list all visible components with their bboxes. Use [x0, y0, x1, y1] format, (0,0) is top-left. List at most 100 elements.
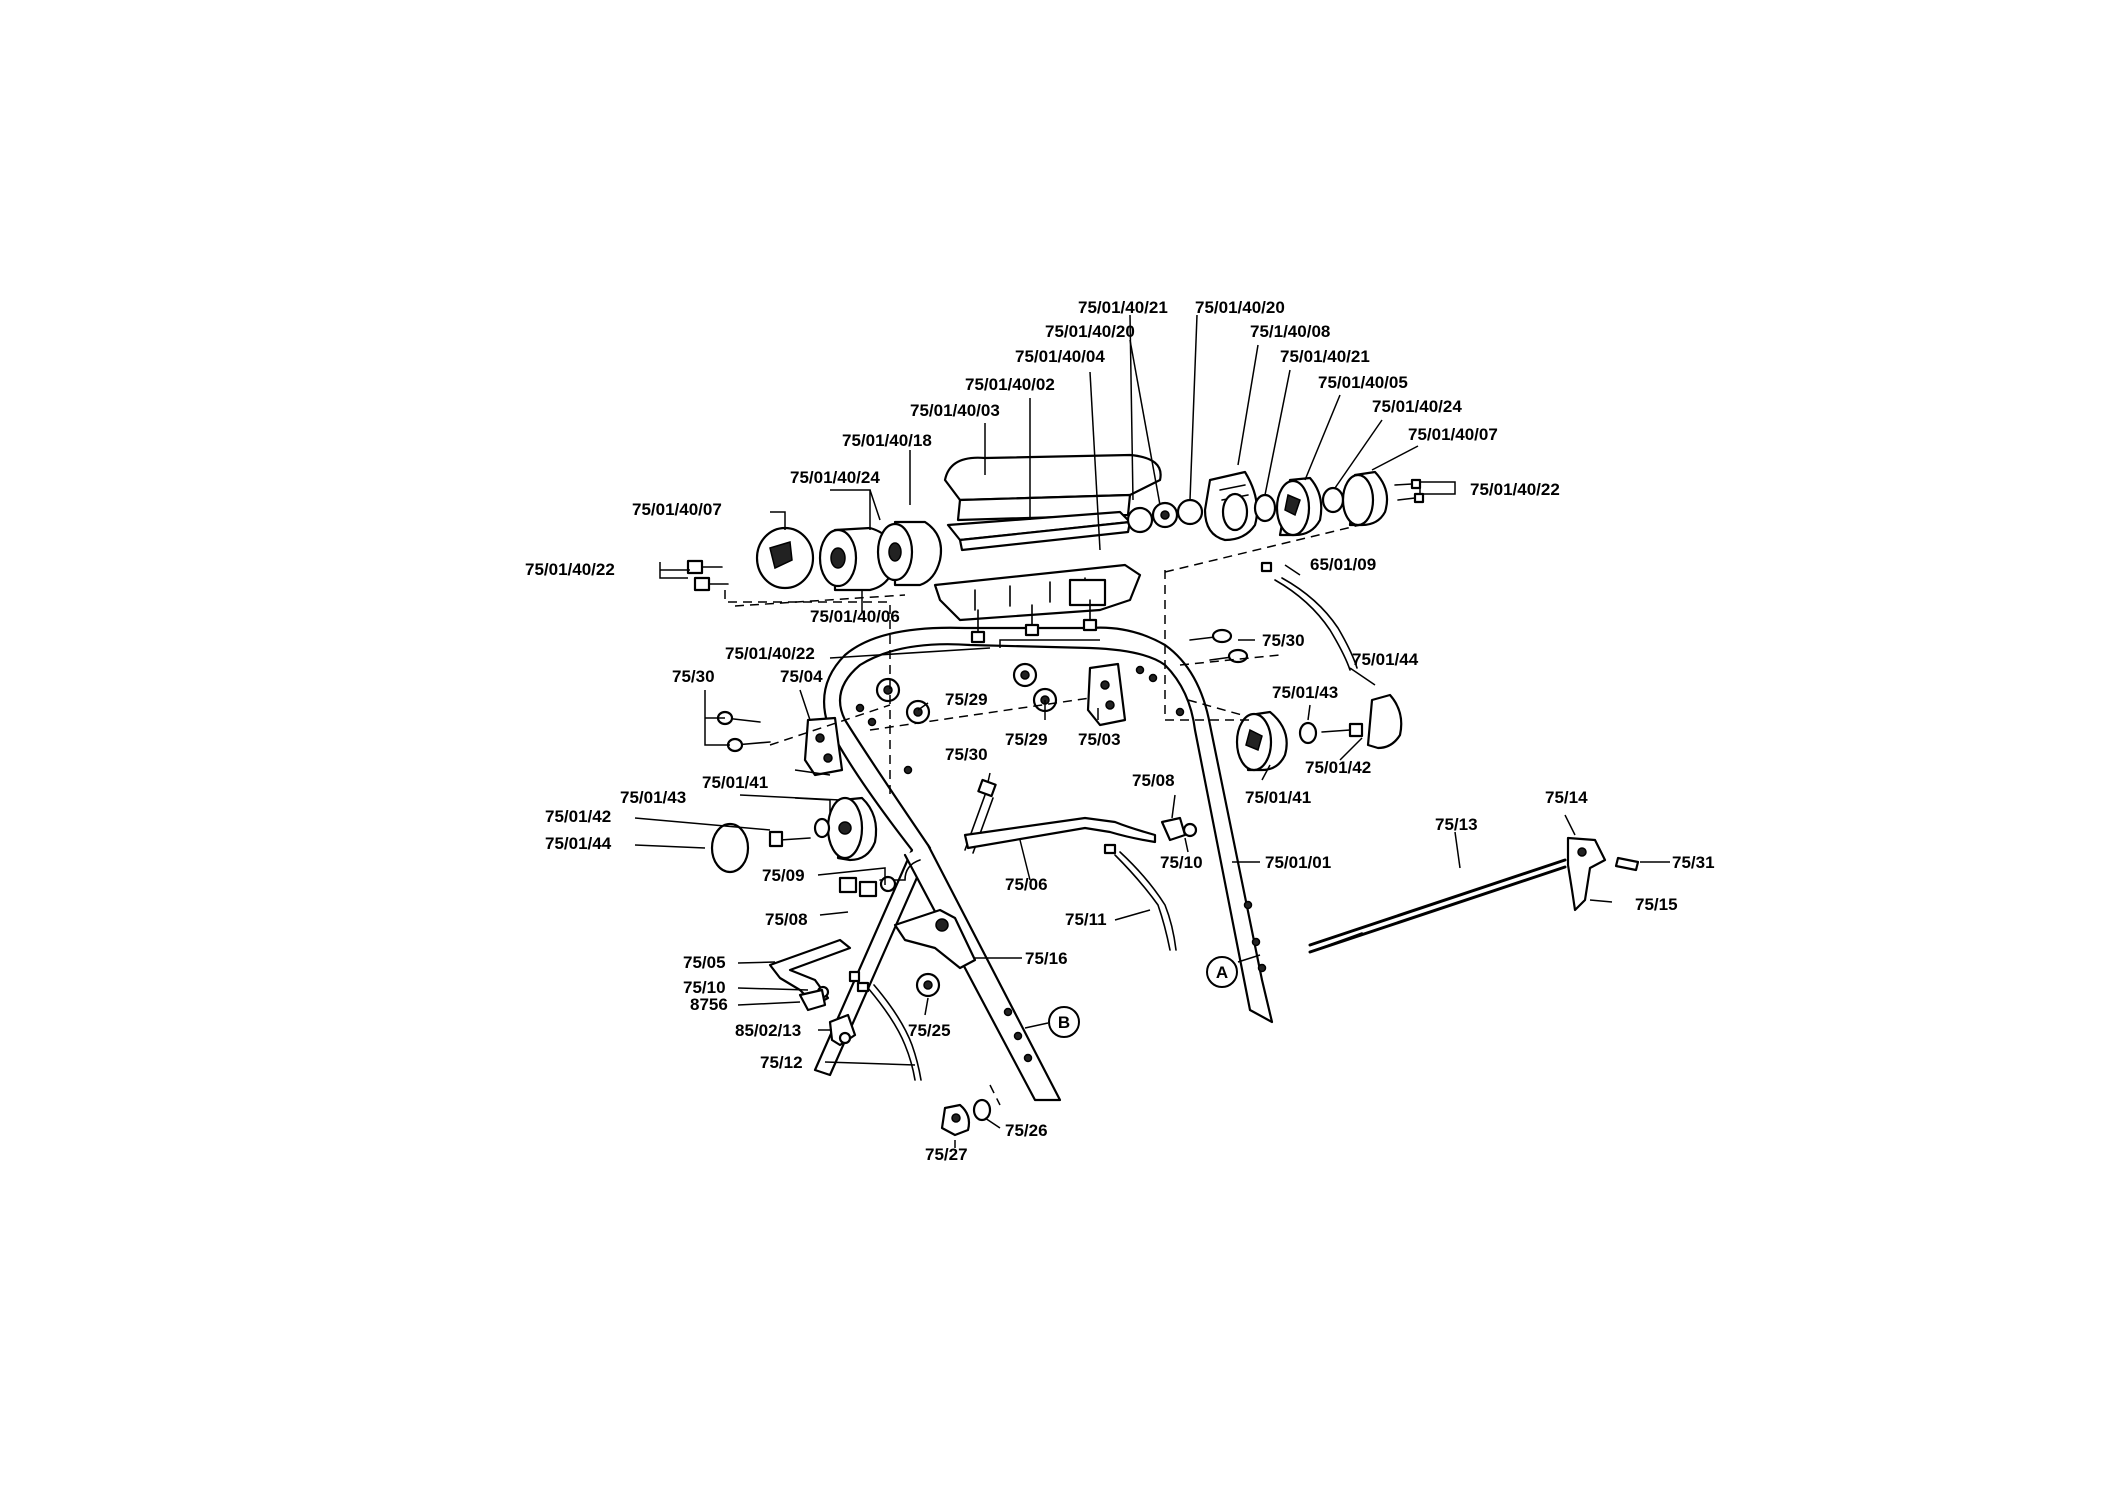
- handle-frame: [813, 626, 1274, 1102]
- part-label: 75/01/41: [702, 773, 768, 792]
- left-bracket: [803, 716, 844, 777]
- right-nuts: [1126, 498, 1204, 534]
- part-label: 75/01/40/21: [1280, 347, 1370, 366]
- lever-75-14: [1566, 836, 1607, 912]
- clip-85-02-13: [828, 1013, 857, 1047]
- right-upper-screws: [1189, 628, 1249, 664]
- right-knob-bolt: [1321, 722, 1364, 738]
- part-label: 75/01/40/02: [965, 375, 1055, 394]
- part-label: 75/05: [683, 953, 726, 972]
- part-label: 75/31: [1672, 853, 1715, 872]
- callout-b: B: [1048, 1006, 1080, 1038]
- right-end-cap: [1341, 470, 1389, 527]
- part-label: 65/01/09: [1310, 555, 1376, 574]
- right-screws: [1394, 478, 1425, 504]
- callout-a: A: [1206, 956, 1238, 988]
- clip-75-08-right: [1160, 816, 1198, 842]
- part-label: 75/12: [760, 1053, 803, 1072]
- part-label: 75/01/40/18: [842, 431, 932, 450]
- part-label: 75/01/40/04: [1015, 347, 1105, 366]
- left-knob-bolt: [768, 830, 811, 848]
- part-label: 75/06: [1005, 875, 1048, 894]
- part-label: 85/02/13: [735, 1021, 801, 1040]
- part-label: 75/01/40/07: [1408, 425, 1498, 444]
- part-label: 75/01/40/07: [632, 500, 722, 519]
- part-label: 75/01/42: [545, 807, 611, 826]
- left-screws: [686, 559, 729, 592]
- part-label: 75/01/40/22: [525, 560, 615, 579]
- rod-75-13: [1308, 858, 1567, 954]
- right-small-washer: [1321, 486, 1345, 514]
- leader-lines: [634, 314, 1670, 1148]
- part-label: 75/01/43: [620, 788, 686, 807]
- part-label: 75/01/40/20: [1045, 322, 1135, 341]
- right-knob-cap: [1366, 693, 1403, 750]
- part-label: 75/30: [1262, 631, 1305, 650]
- part-label: 75/08: [765, 910, 808, 929]
- part-label: 75/26: [1005, 1121, 1048, 1140]
- part-label: 75/01/41: [1245, 788, 1311, 807]
- part-label: 75/01/40/24: [790, 468, 880, 487]
- part-label: 75/01/44: [1352, 650, 1419, 669]
- left-roller-2: [876, 520, 943, 587]
- right-knob: [1203, 470, 1259, 542]
- nut-8756: [798, 988, 827, 1012]
- grip-strip: [946, 510, 1132, 552]
- left-side-knob: [826, 796, 878, 862]
- part-label: 75/01/40/22: [725, 644, 815, 663]
- part-label: 75/01/40/24: [1372, 397, 1462, 416]
- cable-65-01-09: [1260, 561, 1358, 671]
- grip-cover: [943, 453, 1162, 522]
- part-label: 75/01/40/06: [810, 607, 900, 626]
- cable-75-12: [856, 981, 922, 1081]
- grip-base: [933, 563, 1142, 622]
- right-knob-washer: [1298, 721, 1318, 745]
- part-label: 75/09: [762, 866, 805, 885]
- right-bracket: [1086, 662, 1127, 727]
- part-label: 8756: [690, 995, 728, 1014]
- grip-base-screws: [970, 599, 1098, 644]
- washer-75-26: [972, 1098, 992, 1122]
- small-pin-75-10-left: [848, 970, 861, 983]
- callout-a-text: A: [1216, 963, 1228, 982]
- right-washer: [1253, 493, 1277, 523]
- right-bearing: [1275, 476, 1323, 537]
- nut-75-25: [915, 972, 941, 998]
- part-label: 75/01/43: [1272, 683, 1338, 702]
- part-label: 75/29: [1005, 730, 1048, 749]
- part-label: 75/01/40/21: [1078, 298, 1168, 317]
- left-knob-cap: [710, 822, 750, 874]
- left-end-cap: [755, 526, 815, 590]
- left-knob-washer: [813, 817, 831, 839]
- lever-75-16: [893, 908, 977, 970]
- frame-holes: [855, 665, 1267, 1063]
- nut-75-27: [940, 1103, 971, 1137]
- part-label: 75/29: [945, 690, 988, 709]
- part-label: 75/15: [1635, 895, 1678, 914]
- part-label: 75/01/40/05: [1318, 373, 1408, 392]
- part-label: 75/1/40/08: [1250, 322, 1330, 341]
- part-label: 75/11: [1065, 910, 1107, 929]
- callout-b-text: B: [1058, 1013, 1070, 1032]
- part-label: 75/10: [1160, 853, 1203, 872]
- part-label: 75/01/40/03: [910, 401, 1000, 420]
- right-side-knob: [1235, 710, 1288, 772]
- part-label: 75/25: [908, 1021, 951, 1040]
- part-label: 75/30: [672, 667, 715, 686]
- part-label: 75/16: [1025, 949, 1068, 968]
- shaft-75-06: [879, 816, 1157, 881]
- part-label: 75/01/01: [1265, 853, 1331, 872]
- part-label: 75/01/44: [545, 834, 612, 853]
- part-label: 75/01/42: [1305, 758, 1371, 777]
- clip-75-09: [838, 875, 897, 898]
- cable-75-11: [1103, 843, 1177, 951]
- part-label: 75/10: [683, 978, 726, 997]
- part-label: 75/01/40/20: [1195, 298, 1285, 317]
- pin-75-31: [1614, 856, 1640, 872]
- part-label: 75/03: [1078, 730, 1121, 749]
- part-label: 75/27: [925, 1145, 968, 1164]
- part-labels: 75/01/40/21 75/01/40/20 75/01/40/20 75/1…: [525, 298, 1715, 1164]
- part-label: 75/08: [1132, 771, 1175, 790]
- part-label: 75/30: [945, 745, 988, 764]
